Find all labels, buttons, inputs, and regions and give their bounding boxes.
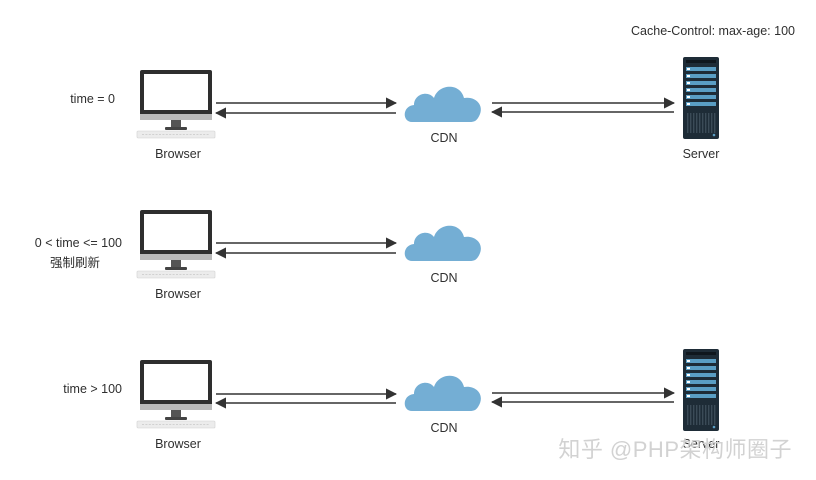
row2-cdn-label: CDN	[430, 271, 458, 285]
browser-monitor-icon	[136, 209, 216, 279]
row3-server-label: Server	[682, 437, 720, 451]
row2-condition-note: 强制刷新	[49, 256, 100, 270]
browser-monitor-icon	[136, 69, 216, 139]
server-rack-icon	[683, 57, 719, 139]
row1-server-label: Server	[682, 147, 720, 161]
row2-condition-label: 0 < time <= 100	[34, 236, 122, 250]
row3-browser-label: Browser	[155, 437, 201, 451]
row3-condition-label: time > 100	[63, 382, 122, 396]
watermark-text: 知乎 @PHP架构师圈子	[558, 437, 792, 462]
cache-control-header: Cache-Control: max-age: 100	[631, 24, 795, 38]
row1-cdn-label: CDN	[430, 131, 458, 145]
row1-condition-label: time = 0	[70, 92, 115, 106]
row1-browser-label: Browser	[155, 147, 201, 161]
cdn-cloud-icon	[404, 225, 481, 261]
cdn-cloud-icon	[404, 86, 481, 122]
row2-browser-label: Browser	[155, 287, 201, 301]
browser-monitor-icon	[136, 359, 216, 429]
cdn-cloud-icon	[404, 375, 481, 411]
server-rack-icon	[683, 349, 719, 431]
row3-cdn-label: CDN	[430, 421, 458, 435]
